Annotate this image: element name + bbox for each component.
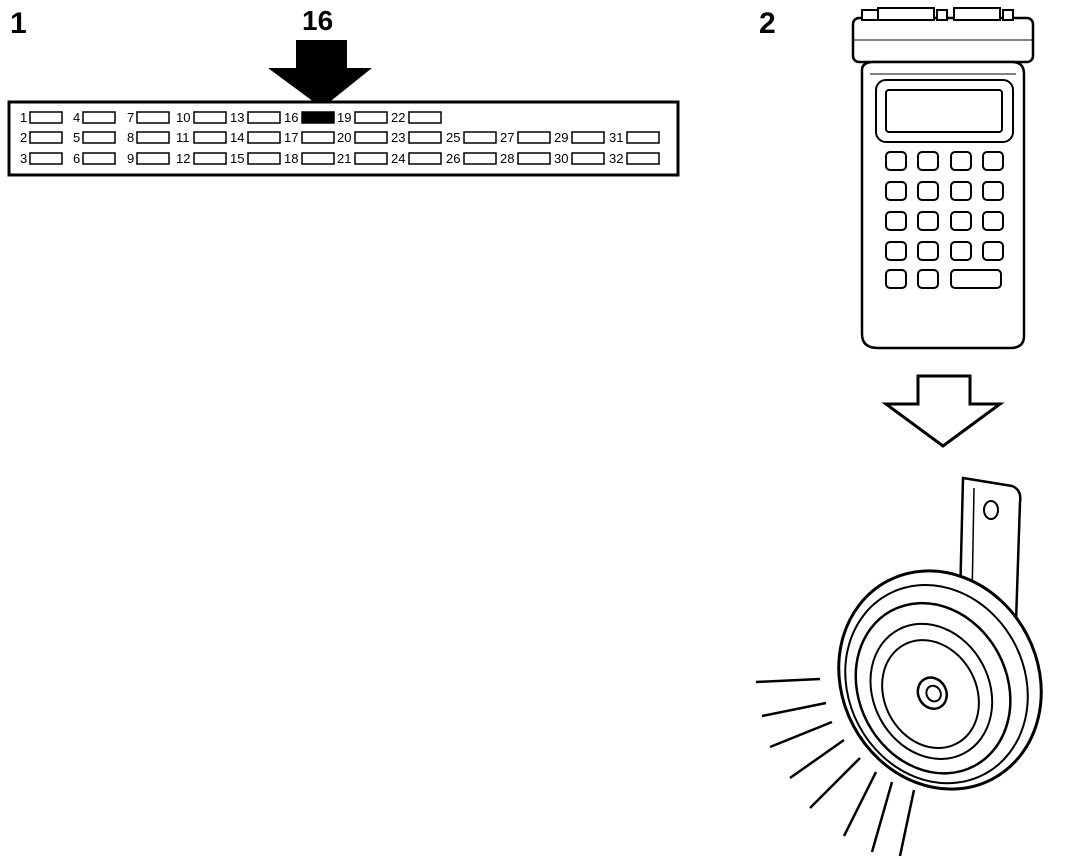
pin-slot	[247, 131, 281, 144]
pin-label-3: 3	[20, 151, 27, 166]
pin-label-23: 23	[391, 130, 405, 145]
pin-slot	[193, 111, 227, 124]
pin-label-5: 5	[73, 130, 80, 145]
connector-outline	[7, 100, 680, 177]
down-arrow-icon	[268, 40, 372, 108]
pin-label-19: 19	[337, 110, 351, 125]
pin-label-21: 21	[337, 151, 351, 166]
pin-label-16: 16	[284, 110, 298, 125]
pin-slot	[463, 131, 497, 144]
step-2-label: 2	[759, 7, 776, 40]
pin-label-18: 18	[284, 151, 298, 166]
pin-slot	[517, 131, 551, 144]
pin-label-24: 24	[391, 151, 405, 166]
pin-slot	[408, 131, 442, 144]
pin-slot	[301, 131, 335, 144]
pin-label-26: 26	[446, 151, 460, 166]
pin-slot	[463, 152, 497, 165]
pin-label-29: 29	[554, 130, 568, 145]
pin-label-31: 31	[609, 130, 623, 145]
pin-slot	[571, 131, 605, 144]
pin-slot	[136, 111, 170, 124]
pin-label-12: 12	[176, 151, 190, 166]
pin-label-8: 8	[127, 130, 134, 145]
diagnostic-tester-icon	[851, 7, 1035, 350]
pin-slot	[136, 152, 170, 165]
pin-slot-highlighted	[301, 111, 335, 124]
pin-label-22: 22	[391, 110, 405, 125]
pin-slot	[29, 152, 63, 165]
pin-slot	[571, 152, 605, 165]
pin-slot	[517, 152, 551, 165]
pin-label-25: 25	[446, 130, 460, 145]
pin-slot	[301, 152, 335, 165]
hollow-down-arrow-icon	[881, 374, 1005, 448]
pin-slot	[354, 111, 388, 124]
pin-label-7: 7	[127, 110, 134, 125]
pin-label-10: 10	[176, 110, 190, 125]
pin-slot	[626, 131, 660, 144]
pin-slot	[354, 131, 388, 144]
pin-label-2: 2	[20, 130, 27, 145]
pin-label-1: 1	[20, 110, 27, 125]
pin-label-20: 20	[337, 130, 351, 145]
sound-lines	[755, 677, 916, 857]
pin-slot	[247, 152, 281, 165]
pin-slot	[354, 152, 388, 165]
pin-label-4: 4	[73, 110, 80, 125]
pin-label-17: 17	[284, 130, 298, 145]
highlight-pin-label: 16	[302, 5, 333, 36]
pin-label-32: 32	[609, 151, 623, 166]
pin-label-9: 9	[127, 151, 134, 166]
pin-slot	[408, 152, 442, 165]
pin-label-14: 14	[230, 130, 244, 145]
pin-label-28: 28	[500, 151, 514, 166]
pin-slot	[136, 131, 170, 144]
horn-sounding-icon	[755, 476, 1043, 857]
pin-slot	[29, 131, 63, 144]
pin-label-27: 27	[500, 130, 514, 145]
pin-label-13: 13	[230, 110, 244, 125]
step-1-label: 1	[10, 7, 27, 40]
pin-label-6: 6	[73, 151, 80, 166]
pin-slot	[82, 152, 116, 165]
pin-slot	[29, 111, 63, 124]
pin-slot	[193, 152, 227, 165]
pin-slot	[408, 111, 442, 124]
pin-label-30: 30	[554, 151, 568, 166]
pin-label-15: 15	[230, 151, 244, 166]
pin-label-11: 11	[176, 130, 190, 145]
pin-slot	[193, 131, 227, 144]
pin-slot	[626, 152, 660, 165]
pin-slot	[247, 111, 281, 124]
pin-slot	[82, 111, 116, 124]
pin-slot	[82, 131, 116, 144]
